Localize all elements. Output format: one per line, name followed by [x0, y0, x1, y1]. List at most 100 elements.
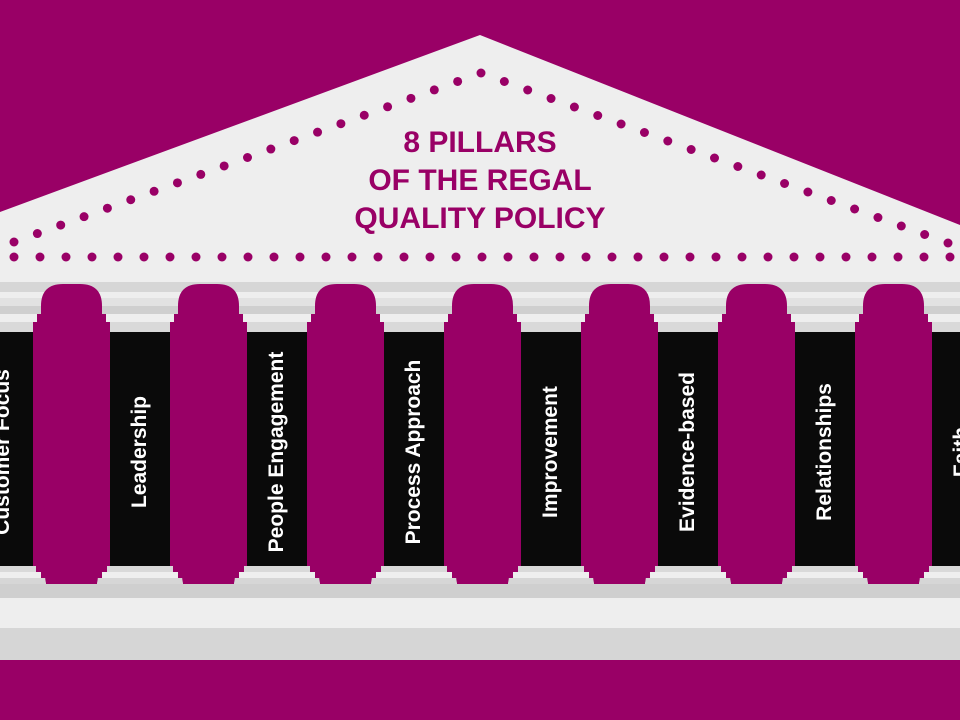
column-capital [235, 298, 319, 306]
pillar-label-text: Evidence-based [676, 372, 699, 532]
column-capital [0, 314, 37, 322]
column-capital [102, 306, 178, 314]
ornament-dot [406, 93, 416, 103]
column-capital [658, 322, 718, 332]
column-base [0, 566, 36, 572]
ornament-dot [476, 68, 486, 78]
ornament-dot [383, 102, 393, 112]
column-gap [178, 284, 239, 598]
column-shaft [932, 332, 960, 568]
column-capital [791, 314, 859, 322]
column-shaft [795, 332, 855, 568]
ornament-dot [399, 252, 409, 262]
column-base [371, 578, 457, 584]
ornament-dot [919, 252, 929, 262]
column-base [924, 572, 960, 578]
ornament-dot [616, 119, 626, 129]
ornament-dot [737, 252, 747, 262]
column-gap [41, 284, 102, 598]
column-capital [928, 314, 960, 322]
column-capital [384, 322, 444, 332]
column-capital [521, 322, 581, 332]
ornament-dot [893, 252, 903, 262]
pillar-label-text: Customer Focus [0, 369, 14, 535]
ornament-dot [815, 252, 825, 262]
ornament-dot [780, 179, 790, 188]
ornament-dot [555, 252, 565, 262]
pillar-label-text: Leadership [128, 395, 151, 509]
column-base [244, 566, 310, 572]
column-capital [795, 322, 855, 332]
ornament-dot [61, 252, 71, 262]
ornament-dot [499, 77, 509, 86]
pillar-label-text: Process Approach [402, 359, 425, 545]
ornament-dot [593, 111, 603, 120]
ornament-dot [529, 252, 539, 262]
ornament-dot [139, 252, 149, 262]
ornament-dot [32, 229, 42, 239]
column-capital [783, 298, 867, 306]
ornament-dot [789, 252, 799, 262]
pillar-label-text: Faith [950, 426, 960, 478]
pediment [0, 35, 960, 282]
column-capital [372, 298, 456, 306]
title-line-3: QUALITY POLICY [354, 202, 606, 235]
ornament-dot [149, 186, 159, 196]
ornament-dot [321, 252, 331, 262]
ornament-dot [451, 252, 461, 262]
ornament-dot [9, 237, 19, 247]
ornament-dot [685, 252, 695, 262]
ornament-dot [87, 252, 97, 262]
column-gap [452, 284, 513, 598]
ornament-dot [165, 252, 175, 262]
ornament-dot [102, 203, 112, 213]
column-shaft [110, 332, 170, 568]
ornament-dot [763, 252, 773, 262]
title-line-1: 8 PILLARS [403, 126, 557, 159]
ornament-dot [196, 169, 206, 179]
ornament-dot [113, 252, 123, 262]
ornament-dot [523, 85, 533, 95]
ornament-dot [217, 252, 227, 262]
column-capital [0, 322, 33, 332]
ornament-dot [896, 221, 906, 231]
ornament-dot [826, 196, 836, 205]
ornament-dot [295, 252, 305, 262]
ornament-dot [191, 252, 201, 262]
column-base [792, 566, 858, 572]
ornament-dot [920, 230, 930, 239]
column-capital [787, 306, 863, 314]
column-base [787, 572, 863, 578]
column-capital [646, 298, 730, 306]
ornament-dot [266, 144, 276, 154]
column-base [929, 566, 960, 572]
ornament-dot [569, 102, 579, 112]
column-shaft [521, 332, 581, 568]
column-base [0, 578, 46, 584]
column-base [782, 578, 868, 584]
ornament-dot [607, 252, 617, 262]
ornament-dot [850, 204, 860, 214]
ornament-dot [633, 252, 643, 262]
column-capital [513, 306, 589, 314]
base-step-3 [0, 628, 960, 660]
column-gap [315, 284, 376, 598]
column-base [234, 578, 320, 584]
ornament-dot [172, 178, 182, 188]
column-shaft [658, 332, 718, 568]
column-shaft [247, 332, 307, 568]
ornament-dot [756, 170, 766, 180]
pillar-label-text: Improvement [539, 386, 562, 518]
title-line-2: OF THE REGAL [368, 164, 592, 197]
column-base [107, 566, 173, 572]
pillar-label-text: Relationships [813, 383, 836, 521]
column-capital [247, 322, 307, 332]
column-base [97, 578, 183, 584]
column-base [650, 572, 726, 578]
column-capital [110, 322, 170, 332]
ornament-dot [336, 119, 346, 129]
column-shaft [0, 332, 33, 568]
column-capital [650, 306, 726, 314]
column-base [0, 572, 41, 578]
column-capital [924, 306, 960, 314]
